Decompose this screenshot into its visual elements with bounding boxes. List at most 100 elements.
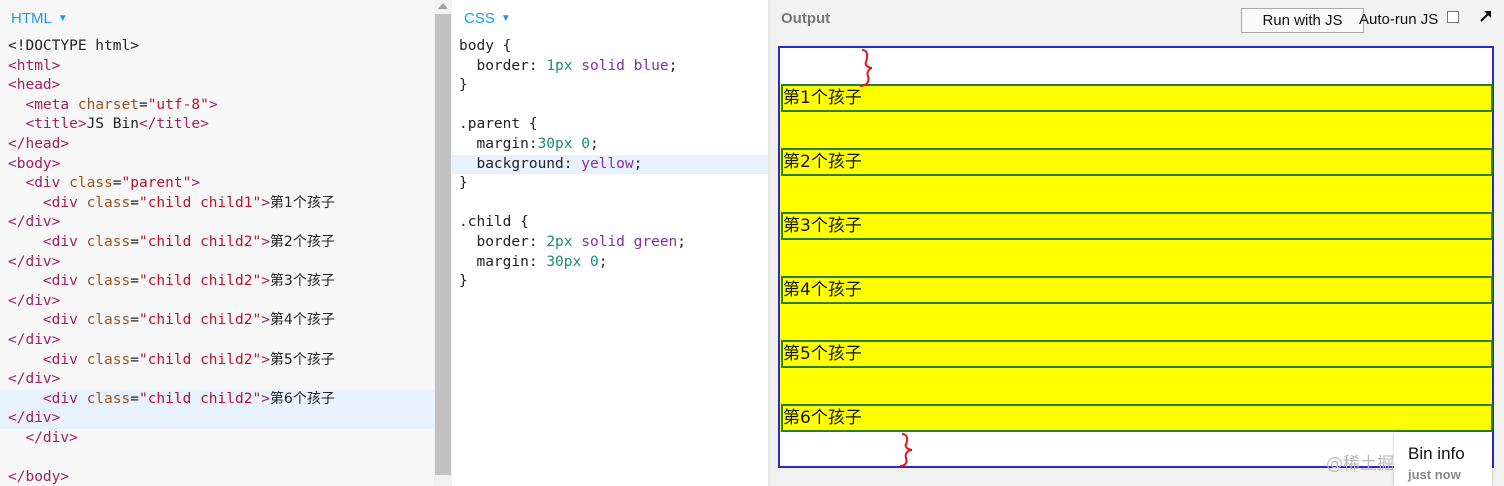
bin-info-button[interactable]: Bin info just now <box>1394 432 1492 486</box>
code-token: } <box>459 273 468 290</box>
html-code-editor[interactable]: <!DOCTYPE html><html> <head> <meta charse… <box>0 37 434 486</box>
code-line[interactable]: <div class="child child2">第5个孩子 <box>0 351 434 371</box>
code-line[interactable]: </div> <box>0 213 434 233</box>
css-panel-label: CSS <box>464 10 495 27</box>
code-token: margin: <box>459 135 538 152</box>
code-token: .parent { <box>459 116 538 133</box>
code-token: 0 <box>581 135 590 152</box>
code-line[interactable]: .child { <box>452 213 768 233</box>
code-line[interactable]: margin: 30px 0; <box>452 253 768 273</box>
bin-info-title: Bin info <box>1408 444 1465 463</box>
code-line[interactable]: } <box>452 174 768 194</box>
child-div-4: 第4个孩子 <box>781 276 1493 304</box>
code-line[interactable]: </body> <box>0 468 434 486</box>
code-token: </div> <box>8 214 61 231</box>
code-token: <title> <box>25 116 87 133</box>
code-token <box>8 430 25 446</box>
code-token: = <box>130 233 139 250</box>
code-token <box>625 58 634 74</box>
code-token: class <box>86 390 131 407</box>
code-token: = <box>130 312 139 329</box>
code-line[interactable]: <div class="child child2">第3个孩子 <box>0 272 434 292</box>
code-token: background: <box>459 155 582 172</box>
code-line[interactable]: <head> <box>0 76 434 96</box>
code-token: } <box>459 175 468 192</box>
code-line[interactable]: body { <box>452 37 768 57</box>
code-token: <html> <box>8 57 61 74</box>
code-line[interactable]: <!DOCTYPE html> <box>0 37 434 57</box>
code-token: > <box>261 312 270 329</box>
auto-run-js-checkbox[interactable] <box>1447 11 1459 23</box>
code-token: </div> <box>8 253 61 270</box>
code-line[interactable] <box>0 448 434 468</box>
top-margin-brace-annotation <box>859 49 873 87</box>
code-line[interactable] <box>452 96 768 116</box>
code-token <box>8 312 43 328</box>
code-token: </title> <box>138 116 209 133</box>
code-token: 30px <box>546 253 582 270</box>
code-line[interactable]: } <box>452 272 768 292</box>
code-line[interactable]: border: 2px solid green; <box>452 233 768 253</box>
arrow-up-right-icon[interactable] <box>1477 7 1495 25</box>
code-token: 第6个孩子 <box>269 390 335 407</box>
code-line[interactable]: </head> <box>0 135 434 155</box>
code-line[interactable]: </div> <box>0 429 434 449</box>
scrollbar-thumb[interactable] <box>435 14 451 475</box>
html-panel-toggle[interactable]: HTML▼ <box>11 10 68 27</box>
code-token: 第5个孩子 <box>269 351 335 368</box>
code-line[interactable]: </div> <box>0 331 434 351</box>
code-token: JS Bin <box>86 116 139 133</box>
code-line[interactable]: } <box>452 76 768 96</box>
code-line[interactable]: </div> <box>0 409 434 429</box>
css-editor-panel[interactable]: CSS▼ body { border: 1px solid blue;} .par… <box>452 0 768 486</box>
code-token: = <box>138 96 148 113</box>
output-preview-frame[interactable]: 第1个孩子 第2个孩子 第3个孩子 第4个孩子 第5个孩子 第6个孩子 <box>778 46 1494 468</box>
code-token <box>8 273 43 289</box>
code-token: <div <box>25 175 70 192</box>
code-token: .child { <box>459 214 529 231</box>
code-token: <div <box>42 351 87 368</box>
code-line[interactable]: margin:30px 0; <box>452 135 768 155</box>
code-token <box>8 391 43 407</box>
code-token: "child child2" <box>138 273 262 290</box>
bin-info-subtitle: just now <box>1408 467 1461 482</box>
panel-divider[interactable] <box>768 0 770 486</box>
code-line[interactable]: <title>JS Bin</title> <box>0 115 434 135</box>
code-token: solid <box>581 233 625 250</box>
code-token: </div> <box>8 371 61 388</box>
run-with-js-button[interactable]: Run with JS <box>1241 8 1364 33</box>
scroll-up-arrow-icon[interactable] <box>438 3 448 9</box>
code-line[interactable]: </div> <box>0 292 434 312</box>
code-token: solid <box>581 57 625 74</box>
code-token: "child child2" <box>138 233 262 250</box>
code-token: > <box>261 233 270 250</box>
code-line[interactable]: <html> <box>0 57 434 77</box>
code-token: 1px <box>546 57 573 74</box>
code-token: yellow <box>581 155 634 172</box>
bottom-margin-brace-annotation <box>899 433 913 467</box>
code-line[interactable]: .parent { <box>452 115 768 135</box>
code-line[interactable]: <div class="child child2">第4个孩子 <box>0 311 434 331</box>
code-line[interactable]: <meta charset="utf-8"> <box>0 96 434 116</box>
code-token: <div <box>42 390 87 407</box>
code-line[interactable]: border: 1px solid blue; <box>452 57 768 77</box>
css-panel-toggle[interactable]: CSS▼ <box>464 10 511 27</box>
output-panel-label: Output <box>781 10 831 27</box>
code-line[interactable]: background: yellow; <box>452 154 768 175</box>
code-line[interactable]: <div class="child child1">第1个孩子 <box>0 194 434 214</box>
code-line[interactable]: <div class="parent"> <box>0 174 434 194</box>
code-line[interactable]: <body> <box>0 155 434 175</box>
html-editor-panel[interactable]: HTML▼ <!DOCTYPE html><html> <head> <meta … <box>0 0 434 486</box>
css-code-editor[interactable]: body { border: 1px solid blue;} .parent {… <box>452 37 768 292</box>
caret-down-icon: ▼ <box>57 13 68 24</box>
code-line[interactable]: </div> <box>0 370 434 390</box>
code-line[interactable]: <div class="child child2">第2个孩子 <box>0 233 434 253</box>
code-token: ; <box>598 253 608 270</box>
code-token: margin: <box>459 253 547 270</box>
code-line[interactable] <box>452 194 768 214</box>
code-token <box>573 234 582 250</box>
code-token: </div> <box>8 292 61 309</box>
code-line[interactable]: <div class="child child2">第6个孩子 <box>0 389 434 410</box>
code-token <box>8 97 25 113</box>
code-line[interactable]: </div> <box>0 253 434 273</box>
